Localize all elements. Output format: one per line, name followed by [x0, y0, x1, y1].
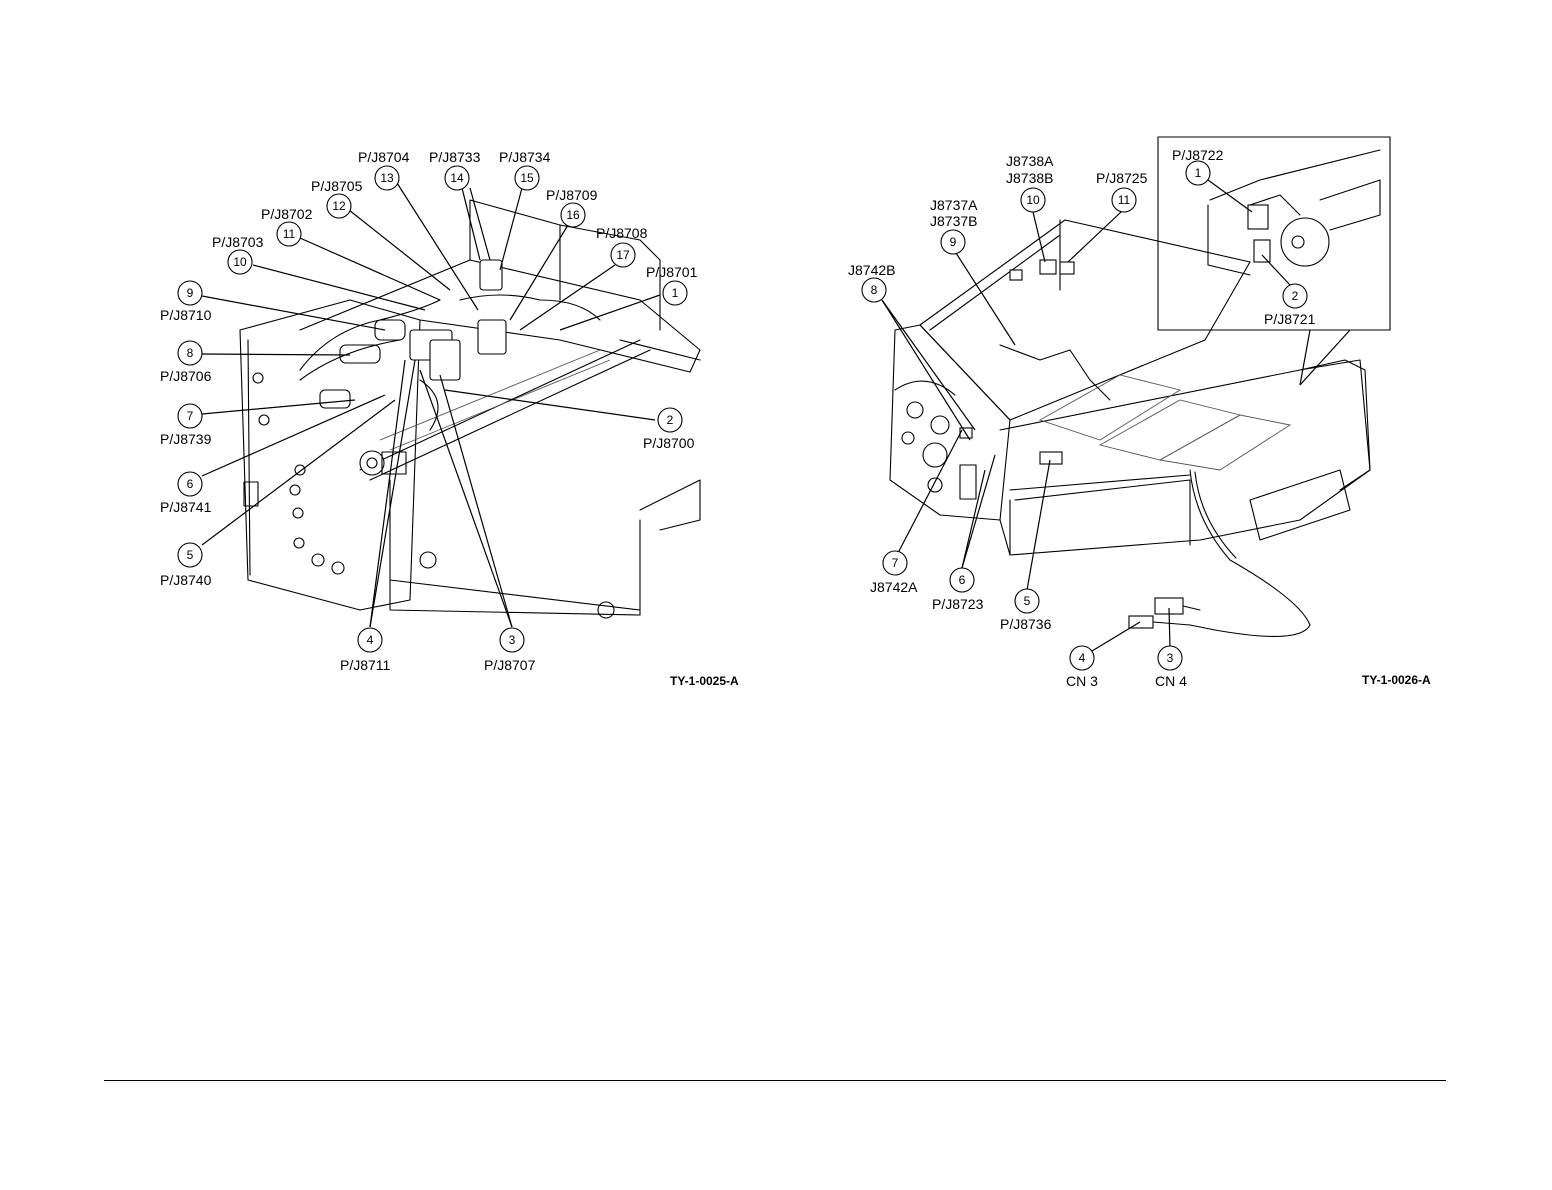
callout-r4: 4 — [1069, 645, 1095, 671]
connector-label: P/J8707 — [484, 657, 536, 673]
callout-l1: 1 — [662, 280, 688, 306]
callout-number: 9 — [187, 286, 194, 300]
callout-r1: 1 — [1185, 160, 1211, 186]
callout-l11: 11 — [276, 221, 302, 247]
callout-number: 10 — [233, 255, 247, 269]
figure-id: TY-1-0026-A — [1362, 673, 1431, 687]
connector-label: J8737B — [930, 213, 977, 229]
callout-l13: 13 — [374, 165, 400, 191]
connector-label: P/J8704 — [358, 149, 410, 165]
connector-label: P/J8740 — [160, 572, 212, 588]
callout-number: 7 — [892, 556, 899, 570]
callout-number: 11 — [283, 227, 296, 241]
connector-label: J8737A — [930, 197, 978, 213]
connector-label: P/J8725 — [1096, 170, 1148, 186]
connector-label: P/J8702 — [261, 206, 313, 222]
connector-label: P/J8739 — [160, 431, 212, 447]
callout-number: 9 — [950, 235, 957, 249]
callout-l5: 5 — [177, 542, 203, 568]
callout-number: 7 — [187, 409, 194, 423]
callout-r7: 7 — [882, 550, 908, 576]
callout-number: 2 — [1292, 289, 1299, 303]
callout-l14: 14 — [444, 165, 470, 191]
callout-l7: 7 — [177, 403, 203, 429]
connector-label: J8738B — [1006, 170, 1053, 186]
callout-l10: 10 — [227, 249, 253, 275]
callout-l4: 4 — [357, 627, 383, 653]
callout-number: 3 — [509, 633, 516, 647]
callout-l17: 17 — [610, 242, 636, 268]
callout-number: 1 — [1195, 166, 1202, 180]
connector-label: P/J8733 — [429, 149, 481, 165]
callout-number: 17 — [616, 248, 630, 262]
callout-number: 6 — [187, 477, 194, 491]
callout-l16: 16 — [560, 202, 586, 228]
callout-number: 12 — [332, 199, 346, 213]
connector-label: CN 4 — [1155, 673, 1187, 689]
callout-l2: 2 — [657, 407, 683, 433]
connector-label: P/J8706 — [160, 368, 212, 384]
callout-number: 5 — [1024, 594, 1031, 608]
left-machine-drawing — [239, 199, 701, 619]
connector-label: P/J8711 — [340, 657, 391, 673]
callout-number: 14 — [450, 171, 464, 185]
callout-number: 1 — [672, 286, 679, 300]
connector-label: P/J8705 — [311, 178, 363, 194]
connector-label: J8742B — [848, 262, 895, 278]
callout-r9: 9 — [940, 229, 966, 255]
left-callouts: 1 2 3 4 5 6 7 8 9 10 11 12 13 14 15 16 1… — [177, 165, 688, 653]
callout-l15: 15 — [514, 165, 540, 191]
callout-number: 16 — [566, 208, 580, 222]
right-leader-lines — [881, 179, 1291, 652]
callout-number: 8 — [187, 346, 194, 360]
callout-number: 6 — [959, 573, 966, 587]
callout-r11: 11 — [1111, 187, 1137, 213]
connector-label: P/J8703 — [212, 234, 264, 250]
connector-label: P/J8701 — [646, 264, 698, 280]
connector-label: P/J8721 — [1264, 311, 1316, 327]
callout-number: 8 — [871, 283, 878, 297]
footer-rule — [104, 1080, 1446, 1081]
callout-number: 10 — [1026, 193, 1040, 207]
callout-number: 13 — [380, 171, 394, 185]
callout-number: 5 — [187, 548, 194, 562]
callout-number: 4 — [367, 633, 374, 647]
connector-label: P/J8700 — [643, 435, 695, 451]
callout-number: 15 — [520, 171, 534, 185]
connector-label: P/J8723 — [932, 596, 984, 612]
connector-label: P/J8736 — [1000, 616, 1052, 632]
connector-label: J8742A — [870, 579, 918, 595]
right-machine-drawing — [889, 219, 1371, 637]
right-labels: P/J8722 P/J8721 CN 4 CN 3 P/J8736 P/J872… — [848, 147, 1431, 689]
connector-label: P/J8709 — [546, 187, 598, 203]
callout-number: 11 — [1118, 193, 1131, 207]
callout-l6: 6 — [177, 471, 203, 497]
connector-label: P/J8708 — [596, 225, 648, 241]
connector-label: CN 3 — [1066, 673, 1098, 689]
callout-l12: 12 — [326, 193, 352, 219]
callout-r3: 3 — [1157, 645, 1183, 671]
left-labels: P/J8701 P/J8700 P/J8707 P/J8711 P/J8740 … — [160, 149, 739, 688]
callout-l3: 3 — [499, 627, 525, 653]
connector-label: J8738A — [1006, 153, 1054, 169]
callout-r2: 2 — [1282, 283, 1308, 309]
callout-r8: 8 — [861, 277, 887, 303]
callout-number: 2 — [667, 413, 674, 427]
connector-label: P/J8734 — [499, 149, 551, 165]
callout-r10: 10 — [1020, 187, 1046, 213]
callout-number: 4 — [1079, 651, 1086, 665]
callout-r5: 5 — [1014, 588, 1040, 614]
callout-r6: 6 — [949, 567, 975, 593]
connector-label: P/J8710 — [160, 307, 212, 323]
callout-l9: 9 — [177, 280, 203, 306]
right-callouts: 1 2 3 4 5 6 7 8 9 10 11 — [861, 160, 1308, 671]
figure-id: TY-1-0025-A — [670, 674, 739, 688]
callout-l8: 8 — [177, 340, 203, 366]
left-leader-lines — [201, 182, 661, 628]
connector-label: P/J8722 — [1172, 147, 1224, 163]
callout-number: 3 — [1167, 651, 1174, 665]
connector-label: P/J8741 — [160, 499, 212, 515]
